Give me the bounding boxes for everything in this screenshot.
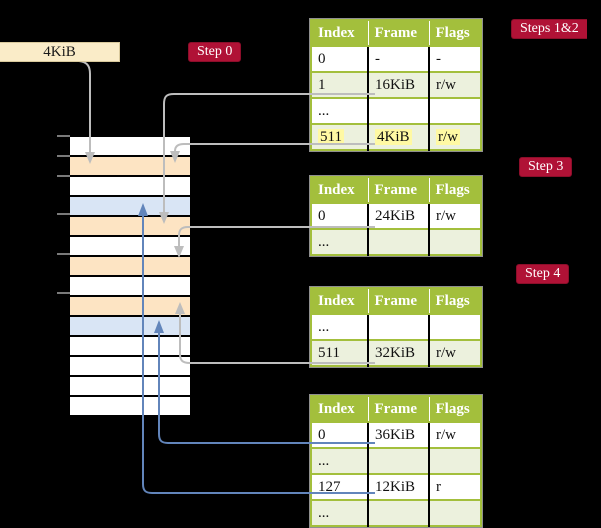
table-row-highlighted: 511 4KiB r/w	[311, 123, 481, 150]
table-header-row: Index Frame Flags	[311, 396, 481, 422]
col-header-frame: Frame	[367, 288, 429, 314]
table-row: ...	[311, 313, 481, 340]
cell-flags: r/w	[428, 339, 481, 366]
memory-frame-row-13-white	[70, 397, 190, 415]
cell-flags: r	[428, 473, 481, 500]
table-row: ...	[311, 499, 481, 526]
cell-frame	[367, 499, 429, 526]
cell-frame: 36KiB	[367, 421, 429, 448]
cell-index: ...	[311, 313, 368, 340]
col-header-flags: Flags	[428, 396, 481, 422]
memory-tick	[57, 253, 70, 255]
cell-frame: 4KiB	[367, 123, 429, 150]
col-header-index: Index	[311, 177, 368, 203]
badge-steps-1-2: Steps 1&2	[511, 19, 587, 39]
cell-frame	[367, 447, 429, 474]
cell-index: 127	[311, 473, 368, 500]
memory-frame-row-7-white	[70, 277, 190, 295]
col-header-flags: Flags	[428, 288, 481, 314]
physical-memory-stack	[70, 137, 190, 417]
memory-frame-row-5-white	[70, 237, 190, 255]
col-header-flags: Flags	[428, 177, 481, 203]
memory-frame-row-11-white	[70, 357, 190, 375]
cell-index: 511	[311, 339, 368, 366]
page-table-level3: Index Frame Flags ... 511 32KiB r/w	[309, 286, 483, 368]
cell-flags	[428, 499, 481, 526]
cell-index: ...	[311, 97, 368, 124]
memory-frame-row-10-white	[70, 337, 190, 355]
cell-flags	[428, 447, 481, 474]
cell-flags: r/w	[428, 421, 481, 448]
cell-flags: r/w	[428, 123, 481, 150]
page-table-level2: Index Frame Flags 0 24KiB r/w ...	[309, 175, 483, 257]
badge-step-0: Step 0	[188, 42, 242, 62]
table-header-row: Index Frame Flags	[311, 20, 481, 46]
page-size-box: 4KiB	[0, 42, 120, 62]
col-header-frame: Frame	[367, 20, 429, 46]
memory-frame-row-6-peach	[70, 257, 190, 275]
cell-index: 511	[311, 123, 368, 150]
cell-flags	[428, 313, 481, 340]
highlighted-value: r/w	[436, 128, 460, 145]
cell-frame	[367, 228, 429, 255]
cell-frame: 12KiB	[367, 473, 429, 500]
table-header-row: Index Frame Flags	[311, 177, 481, 203]
memory-frame-row-12-white	[70, 377, 190, 395]
table-row: 127 12KiB r	[311, 473, 481, 500]
cell-frame: 32KiB	[367, 339, 429, 366]
col-header-frame: Frame	[367, 177, 429, 203]
cell-frame	[367, 313, 429, 340]
cell-index: 0	[311, 421, 368, 448]
cell-flags: r/w	[428, 71, 481, 98]
table-row: ...	[311, 228, 481, 255]
highlighted-value: 511	[318, 128, 344, 145]
cell-index: ...	[311, 447, 368, 474]
cell-frame: 24KiB	[367, 202, 429, 229]
col-header-index: Index	[311, 396, 368, 422]
cell-index: 1	[311, 71, 368, 98]
table-row: ...	[311, 447, 481, 474]
cell-flags: r/w	[428, 202, 481, 229]
col-header-index: Index	[311, 288, 368, 314]
table-row: 0 36KiB r/w	[311, 421, 481, 448]
memory-frame-row-0-white	[70, 137, 190, 155]
memory-frame-row-4-peach	[70, 217, 190, 235]
table-row: 0 24KiB r/w	[311, 202, 481, 229]
memory-tick	[57, 213, 70, 215]
cell-index: ...	[311, 499, 368, 526]
cell-frame	[367, 97, 429, 124]
cell-flags	[428, 97, 481, 124]
cell-flags: -	[428, 45, 481, 72]
memory-frame-row-3-blue	[70, 197, 190, 215]
table-row: 0 - -	[311, 45, 481, 72]
table-row: 1 16KiB r/w	[311, 71, 481, 98]
table-row: ...	[311, 97, 481, 124]
page-table-level4: Index Frame Flags 0 36KiB r/w ... 127 12…	[309, 394, 483, 528]
memory-frame-row-8-peach	[70, 297, 190, 315]
memory-frame-row-2-white	[70, 177, 190, 195]
memory-tick	[57, 155, 70, 157]
table-header-row: Index Frame Flags	[311, 288, 481, 314]
page-table-level1: Index Frame Flags 0 - - 1 16KiB r/w ... …	[309, 18, 483, 152]
cell-frame: 16KiB	[367, 71, 429, 98]
col-header-index: Index	[311, 20, 368, 46]
memory-tick	[57, 292, 70, 294]
cell-index: ...	[311, 228, 368, 255]
cell-index: 0	[311, 45, 368, 72]
cell-index: 0	[311, 202, 368, 229]
memory-frame-row-1-peach	[70, 157, 190, 175]
badge-step-4: Step 4	[516, 264, 570, 284]
col-header-frame: Frame	[367, 396, 429, 422]
cell-flags	[428, 228, 481, 255]
cell-frame: -	[367, 45, 429, 72]
col-header-flags: Flags	[428, 20, 481, 46]
page-size-label: 4KiB	[43, 44, 76, 60]
table-row: 511 32KiB r/w	[311, 339, 481, 366]
memory-tick	[57, 135, 70, 137]
badge-step-3: Step 3	[519, 157, 573, 177]
memory-frame-row-9-blue	[70, 317, 190, 335]
memory-tick	[57, 175, 70, 177]
highlighted-value: 4KiB	[375, 128, 412, 145]
